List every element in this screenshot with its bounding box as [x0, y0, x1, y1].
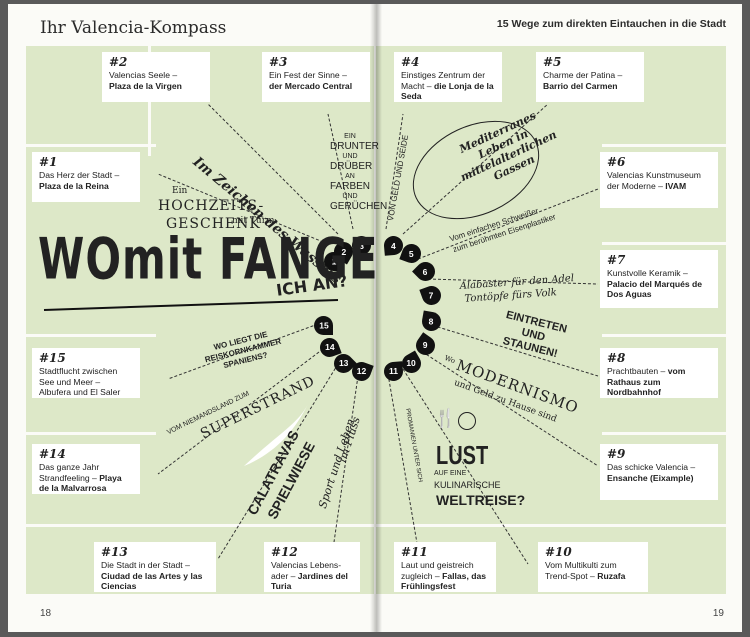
entry-box-2: #2 Valencias Seele –Plaza de la Virgen — [102, 52, 210, 102]
entry-box-11: #11 Laut und geistreich zugleich – Falla… — [394, 542, 496, 592]
entry-box-5: #5 Charme der Patina –Barrio del Carmen — [536, 52, 644, 102]
fork-knife-icon: 🍴 — [434, 408, 457, 428]
phrase-1a: Ein — [172, 186, 188, 196]
phrase-1b: HOCHZEITS- — [158, 198, 265, 214]
phrase-10b: AUF EINE — [434, 470, 467, 477]
page-title: Ihr Valencia-Kompass — [40, 18, 227, 38]
phrase-3: EIN DRUNTER UND DRÜBER AN FARBEN UND GER… — [330, 133, 388, 212]
entry-box-9: #9 Das schicke Valencia – Ensanche (Eixa… — [600, 444, 718, 500]
entry-box-7: #7 Kunstvolle Keramik – Palacio del Marq… — [600, 250, 718, 308]
entry-box-4: #4 Einstiges Zentrum der Macht – die Lon… — [394, 52, 502, 102]
entry-box-3: #3 Ein Fest der Sinne –der Mercado Centr… — [262, 52, 370, 102]
book-spine — [370, 4, 382, 632]
entry-box-6: #6 Valencias Kunstmuseum der Moderne – I… — [600, 152, 718, 208]
book-spread: Ihr Valencia-Kompass 18 15 Wege zum dire… — [8, 4, 742, 632]
connector-lines — [43, 103, 599, 565]
entry-box-10: #10 Vom Multikulti zum Trend-Spot – Ruza… — [538, 542, 648, 592]
entry-box-13: #13 Die Stadt in der Stadt – Ciudad de l… — [94, 542, 216, 592]
pin-15: 15 — [314, 316, 333, 335]
phrase-1d: mit Turm — [232, 216, 275, 226]
phrase-10a: LUST — [436, 442, 489, 471]
phrase-1c: GESCHENK — [166, 216, 261, 232]
page-number-left: 18 — [40, 608, 52, 619]
main-title-line1: WOmit FANGE — [38, 226, 379, 293]
entry-box-14: #14 Das ganze Jahr Strandfeeling – Playa… — [32, 444, 140, 494]
entry-box-1: #1 Das Herz der Stadt –Plaza de la Reina — [32, 152, 140, 202]
entry-box-15: #15 Stadtflucht zwischen See und Meer – … — [32, 348, 140, 398]
entry-box-12: #12 Valencias Lebens-ader – Jardines del… — [264, 542, 360, 592]
phrase-10d: WELTREISE? — [436, 492, 526, 508]
entry-box-8: #8 Prachtbauten – vom Rathaus zum Nordba… — [600, 348, 718, 398]
phrase-10c: KULINARISCHE — [434, 480, 501, 490]
page-subtitle: 15 Wege zum direkten Eintauchen in die S… — [496, 18, 726, 30]
globe-icon — [458, 412, 476, 430]
page-number-right: 19 — [712, 608, 724, 619]
